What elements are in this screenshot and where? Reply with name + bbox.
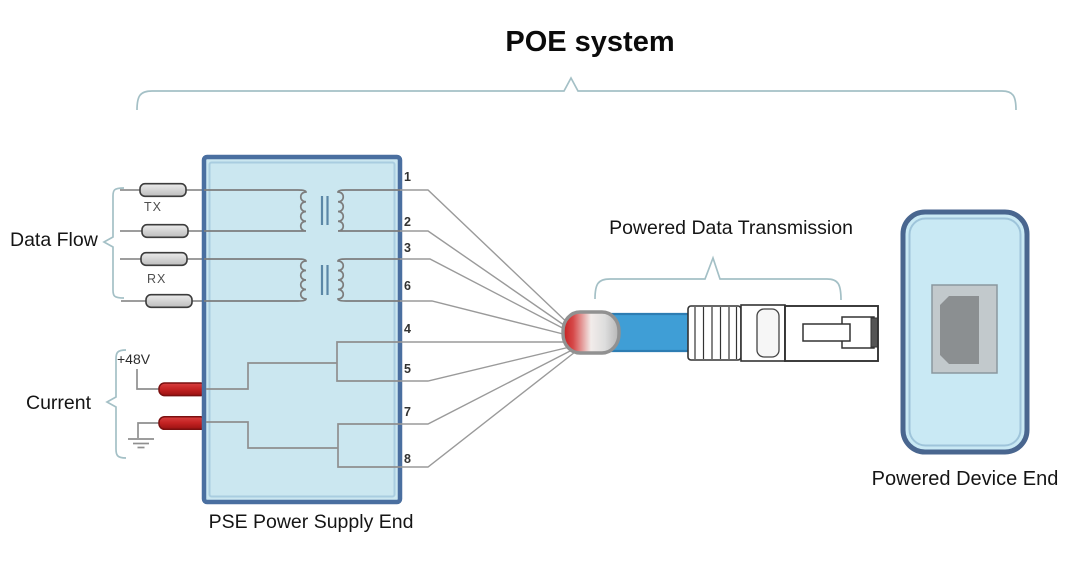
pin-label-6: 6 bbox=[404, 279, 411, 293]
transformer-2 bbox=[204, 258, 400, 302]
resistor-rx1 bbox=[140, 251, 188, 267]
rj45-plug bbox=[784, 305, 879, 362]
transformer-1-core bbox=[320, 196, 329, 225]
ethernet-cable bbox=[561, 304, 879, 362]
resistor-tx2 bbox=[141, 223, 189, 239]
powered-device bbox=[900, 209, 1030, 455]
transformer-2-core bbox=[320, 265, 329, 295]
data-flow-label: Data Flow bbox=[10, 229, 98, 251]
resistor-tx1 bbox=[139, 182, 187, 198]
current-label: Current bbox=[26, 392, 92, 414]
pin-fanout-lines bbox=[400, 189, 576, 468]
plug-latch bbox=[802, 323, 851, 342]
power-component-negative bbox=[158, 415, 207, 431]
pin-label-7: 7 bbox=[404, 405, 411, 419]
power-feed-wires bbox=[128, 369, 159, 449]
transmission-brace bbox=[594, 255, 842, 301]
data-resistors bbox=[139, 182, 193, 309]
pin-label-4: 4 bbox=[404, 322, 411, 336]
pin-label-8: 8 bbox=[404, 452, 411, 466]
pin-label-1: 1 bbox=[404, 170, 411, 184]
tx-label: TX bbox=[144, 200, 162, 214]
cable-end-cap bbox=[561, 310, 621, 355]
transformer-1 bbox=[204, 189, 400, 232]
power-components bbox=[158, 382, 207, 431]
pin-label-5: 5 bbox=[404, 362, 411, 376]
pse-box bbox=[201, 154, 403, 505]
rx-label: RX bbox=[147, 272, 167, 286]
current-brace bbox=[105, 349, 127, 459]
plug-mid-section bbox=[740, 304, 786, 362]
powered-data-transmission-label: Powered Data Transmission bbox=[609, 217, 853, 239]
powered-device-end-label: Powered Device End bbox=[871, 468, 1059, 490]
data-flow-bracket bbox=[102, 187, 125, 299]
pse-power-supply-end-label: PSE Power Supply End bbox=[208, 511, 414, 533]
device-rj45-jack bbox=[931, 284, 998, 374]
power-component-positive bbox=[158, 382, 207, 397]
system-brace bbox=[136, 76, 1017, 111]
pin-label-2: 2 bbox=[404, 215, 411, 229]
pin-label-3: 3 bbox=[404, 241, 411, 255]
resistor-rx2 bbox=[145, 293, 193, 309]
power-splitter-wires bbox=[206, 341, 400, 468]
voltage-48v-label: +48V bbox=[117, 351, 151, 367]
page-title: POE system bbox=[505, 26, 675, 58]
cable-strain-relief bbox=[687, 305, 742, 361]
